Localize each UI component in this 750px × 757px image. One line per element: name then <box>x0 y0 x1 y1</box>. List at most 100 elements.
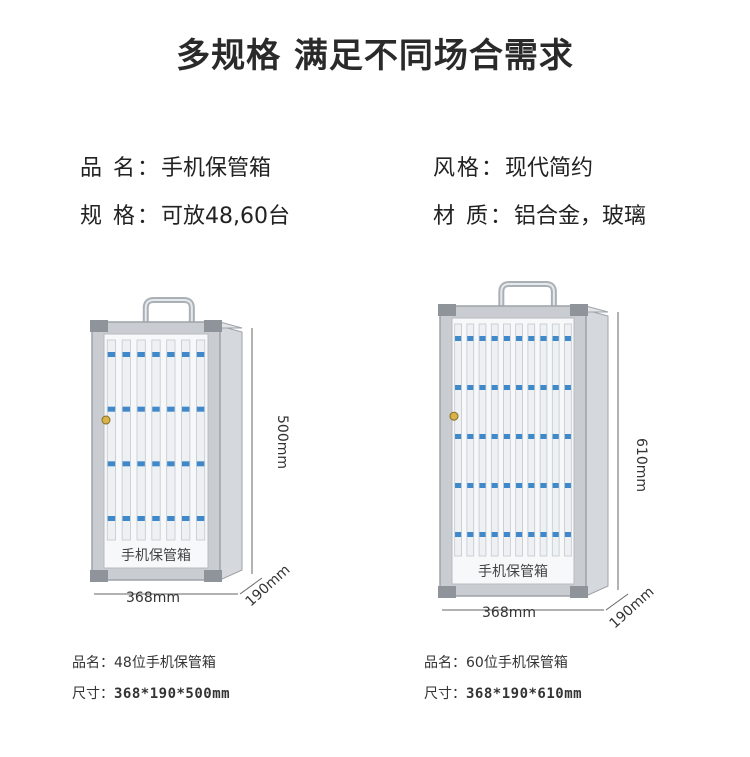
slot-column <box>503 323 511 557</box>
slot-number-label <box>107 406 116 412</box>
cabinet-60-size-value: 368*190*610mm <box>466 686 583 702</box>
slot-number-label <box>122 406 130 412</box>
spec-material-label: 材 质： <box>433 204 514 229</box>
slot-number-label <box>479 532 486 537</box>
spec-name-value: 手机保管箱 <box>161 156 272 181</box>
slot-number-label <box>137 516 145 521</box>
cabinet-60-name: 品名：60位手机保管箱 <box>424 652 568 672</box>
slot-number-label <box>152 352 160 357</box>
corner-cap <box>570 304 588 316</box>
spec-name: 品 名：手机保管箱 <box>80 150 271 182</box>
page-title: 多规格 满足不同场合需求 <box>176 36 574 76</box>
slot-number-label <box>540 532 547 537</box>
slot-number-label <box>167 352 175 357</box>
spec-material: 材 质：铝合金，玻璃 <box>433 198 646 230</box>
slot-number-label <box>137 461 145 467</box>
cabinet-60-size-label: 尺寸： <box>424 686 466 702</box>
corner-cap <box>438 586 456 598</box>
slot-number-label <box>467 434 474 439</box>
slot-number-label <box>137 352 145 357</box>
spec-size-value: 可放48,60台 <box>161 204 290 229</box>
corner-cap <box>204 320 222 332</box>
cabinet-60-name-value: 60位手机保管箱 <box>466 655 568 671</box>
cabinet-48-name-value: 48位手机保管箱 <box>114 655 216 671</box>
slot-number-label <box>182 461 190 467</box>
cabinet-60-name-label: 品名： <box>424 655 466 671</box>
slot-number-label <box>540 336 547 341</box>
slot-column <box>151 339 161 541</box>
slot-number-label <box>516 336 523 341</box>
slot-column <box>181 339 191 541</box>
slot-number-label <box>107 352 116 357</box>
slot-column <box>564 323 572 557</box>
slot-number-label <box>528 336 535 341</box>
cabinet-60-width-dim: 368mm <box>482 605 536 621</box>
slot-number-label <box>196 461 205 467</box>
spec-size-label: 规 格： <box>80 204 161 229</box>
cabinet-panel-text: 手机保管箱 <box>478 564 548 580</box>
slot-column <box>466 323 475 557</box>
corner-cap <box>90 320 108 332</box>
slot-number-label <box>467 385 474 390</box>
lock-icon <box>449 411 459 421</box>
slot-column <box>478 323 487 557</box>
slot-number-label <box>491 532 498 537</box>
slot-number-label <box>196 352 205 357</box>
slot-number-label <box>122 516 130 521</box>
lock-icon <box>101 415 111 425</box>
slot-number-label <box>107 461 116 467</box>
handle-icon <box>498 281 557 306</box>
cabinet-48-name: 品名：48位手机保管箱 <box>72 652 216 672</box>
slot-number-label <box>516 483 523 488</box>
slot-number-label <box>196 516 205 521</box>
slot-number-label <box>503 483 510 488</box>
slot-number-label <box>552 532 559 537</box>
slot-number-label <box>167 461 175 467</box>
slot-column <box>121 339 131 541</box>
slot-number-label <box>455 385 462 390</box>
slot-number-label <box>491 336 498 341</box>
slot-number-label <box>552 336 559 341</box>
slot-number-label <box>479 483 486 488</box>
slot-number-label <box>467 532 474 537</box>
slot-number-label <box>182 352 190 357</box>
corner-cap <box>90 570 108 582</box>
cabinet-side-panel <box>585 309 609 597</box>
slot-number-label <box>491 483 498 488</box>
slot-number-label <box>528 434 535 439</box>
depth-dim-line <box>239 577 263 595</box>
slot-number-label <box>503 434 510 439</box>
cabinet-panel-text: 手机保管箱 <box>121 548 191 564</box>
slot-number-label <box>516 434 523 439</box>
slot-number-label <box>152 461 160 467</box>
slot-number-label <box>455 532 462 537</box>
slot-number-label <box>528 385 535 390</box>
slot-number-label <box>455 434 462 439</box>
slot-column <box>515 323 523 557</box>
slot-column <box>551 323 560 557</box>
cabinet-60-size: 尺寸：368*190*610mm <box>424 683 582 703</box>
slot-number-label <box>152 516 160 521</box>
spec-style: 风格：现代简约 <box>433 150 593 182</box>
slot-number-label <box>564 483 571 488</box>
spec-name-label: 品 名： <box>80 156 161 181</box>
slot-number-label <box>564 532 571 537</box>
slot-number-label <box>564 434 571 439</box>
slot-number-label <box>196 406 205 412</box>
slot-number-label <box>107 516 116 521</box>
slot-number-label <box>516 385 523 390</box>
cabinet-48-size-label: 尺寸： <box>72 686 114 702</box>
slot-column <box>166 339 176 541</box>
slot-number-label <box>491 434 498 439</box>
slot-number-label <box>479 385 486 390</box>
slot-number-label <box>167 516 175 521</box>
slot-column <box>490 323 499 557</box>
slot-number-label <box>122 461 130 467</box>
slot-number-label <box>552 385 559 390</box>
slot-column <box>136 339 146 541</box>
slot-number-label <box>137 406 145 412</box>
slot-number-label <box>152 406 160 412</box>
spec-style-value: 现代简约 <box>505 156 594 181</box>
slot-number-label <box>182 406 190 412</box>
slot-number-label <box>564 336 571 341</box>
